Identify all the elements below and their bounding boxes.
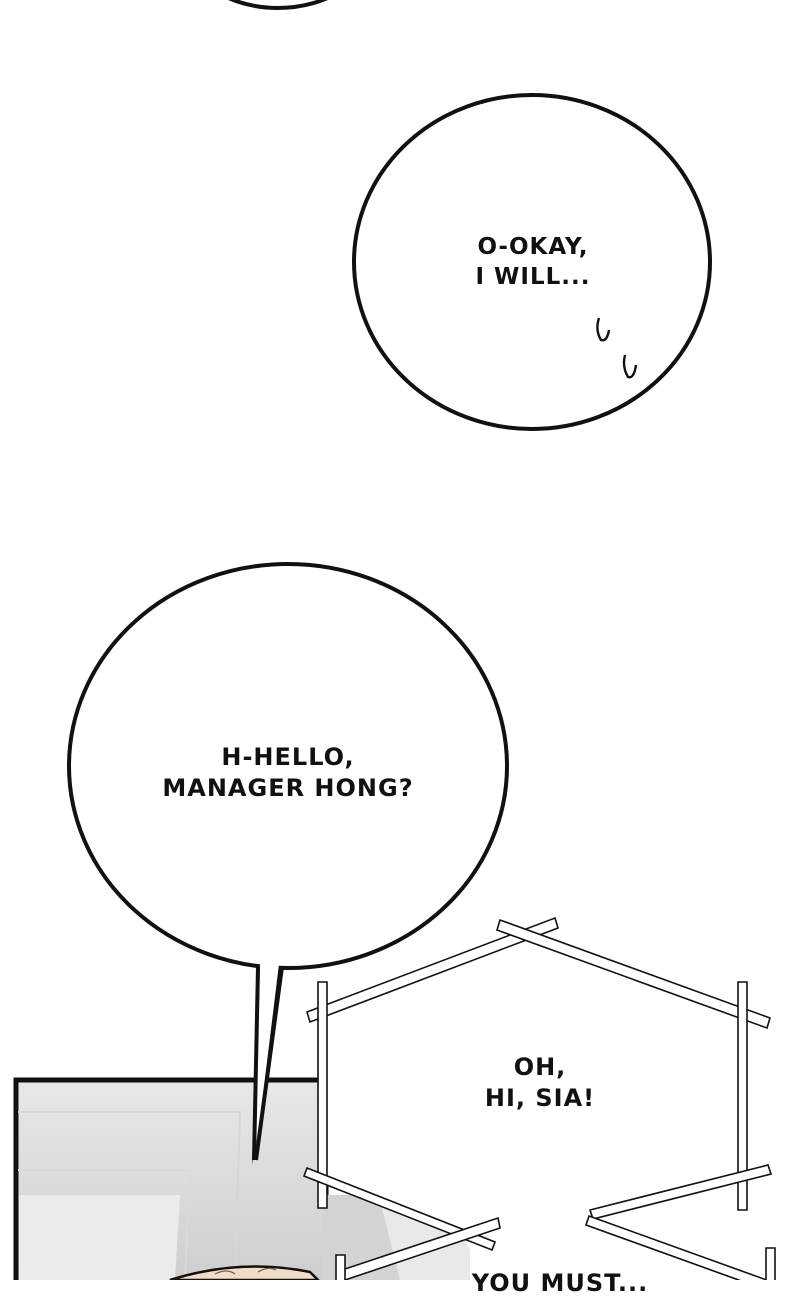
bubble-text-oh-hi: OH, HI, SIA! — [440, 1052, 640, 1114]
speech-bubble-okay — [352, 93, 712, 431]
bubble-text-hello: H-HELLO, MANAGER HONG? — [120, 742, 456, 804]
bubble-line: I WILL... — [475, 263, 591, 290]
bubble-line: O-OKAY, — [477, 234, 589, 260]
comic-panel — [13, 1077, 470, 1280]
bubble-line: OH, — [513, 1053, 567, 1081]
bubble-line: H-HELLO, — [221, 743, 355, 771]
shout-bubble-oh-hi — [302, 916, 776, 1280]
bubble-line: YOU MUST... — [471, 1269, 649, 1297]
sweat-drop-icon — [622, 354, 638, 379]
bubble-text-okay: O-OKAY, I WILL... — [420, 233, 646, 293]
character-head — [169, 1265, 320, 1280]
bubble-line: MANAGER HONG? — [162, 774, 414, 803]
sweat-drop-icon — [596, 317, 611, 342]
partial-bubble-top — [228, 0, 328, 10]
bubble-text-cut-off: YOU MUST... — [450, 1268, 670, 1299]
speech-bubble-hello — [67, 562, 509, 1165]
bubble-line: HI, SIA! — [484, 1084, 596, 1113]
